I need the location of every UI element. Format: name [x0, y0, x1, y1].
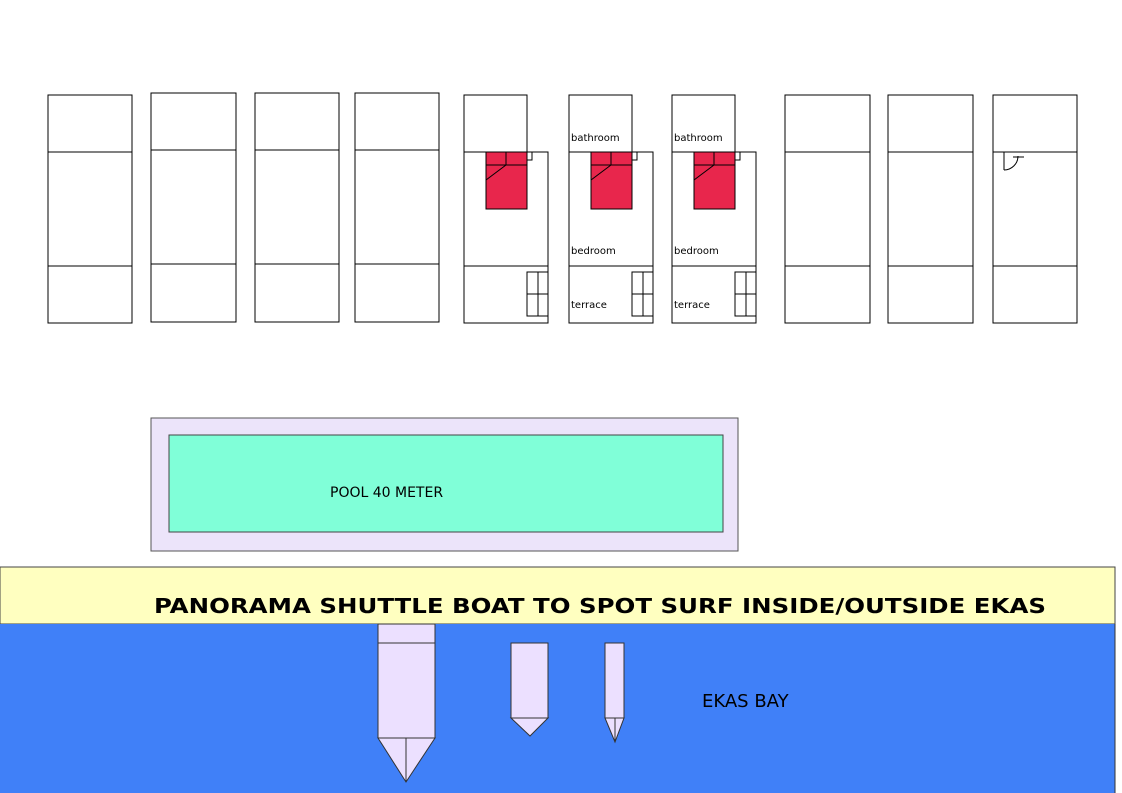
- bungalow-row: [47, 92, 1078, 324]
- bed-icon: [590, 151, 638, 210]
- bungalow-10: [992, 94, 1078, 324]
- bungalow-2: [150, 92, 237, 323]
- door-icon: [1003, 152, 1024, 171]
- wardrobe-icon: [526, 271, 549, 317]
- bungalow-5: [463, 94, 549, 324]
- bungalow-1: [47, 94, 133, 324]
- room-labels: bathroom bedroom terrace bathroom bedroo…: [571, 133, 723, 311]
- bay-label: EKAS BAY: [702, 691, 790, 712]
- bathroom-label: bathroom: [674, 133, 723, 144]
- bedroom-label: bedroom: [674, 246, 719, 257]
- bed-icon: [693, 151, 741, 210]
- shuttle-banner: PANORAMA SHUTTLE BOAT TO SPOT SURF INSID…: [0, 566, 1116, 625]
- pool: POOL 40 METER: [150, 417, 739, 552]
- boat-icon: [604, 642, 625, 744]
- bungalow-8: [784, 94, 871, 324]
- pool-label: POOL 40 METER: [330, 485, 443, 501]
- bungalow-7: [671, 94, 757, 324]
- bungalow-4: [354, 92, 440, 323]
- bathroom-label: bathroom: [571, 133, 620, 144]
- pool-water: [168, 434, 724, 533]
- bungalow-9: [887, 94, 974, 324]
- banner-label: PANORAMA SHUTTLE BOAT TO SPOT SURF INSID…: [154, 594, 1046, 618]
- terrace-label: terrace: [674, 300, 710, 311]
- bungalow-3: [254, 92, 340, 323]
- terrace-label: terrace: [571, 300, 607, 311]
- bedroom-label: bedroom: [571, 246, 616, 257]
- ekas-bay: EKAS BAY: [0, 623, 1116, 793]
- wardrobe-icon: [734, 271, 757, 317]
- boat-icon: [377, 623, 436, 783]
- bungalow-6: [568, 94, 654, 324]
- boat-icon: [509, 642, 550, 737]
- bed-icon: [485, 151, 533, 210]
- wardrobe-icon: [631, 271, 654, 317]
